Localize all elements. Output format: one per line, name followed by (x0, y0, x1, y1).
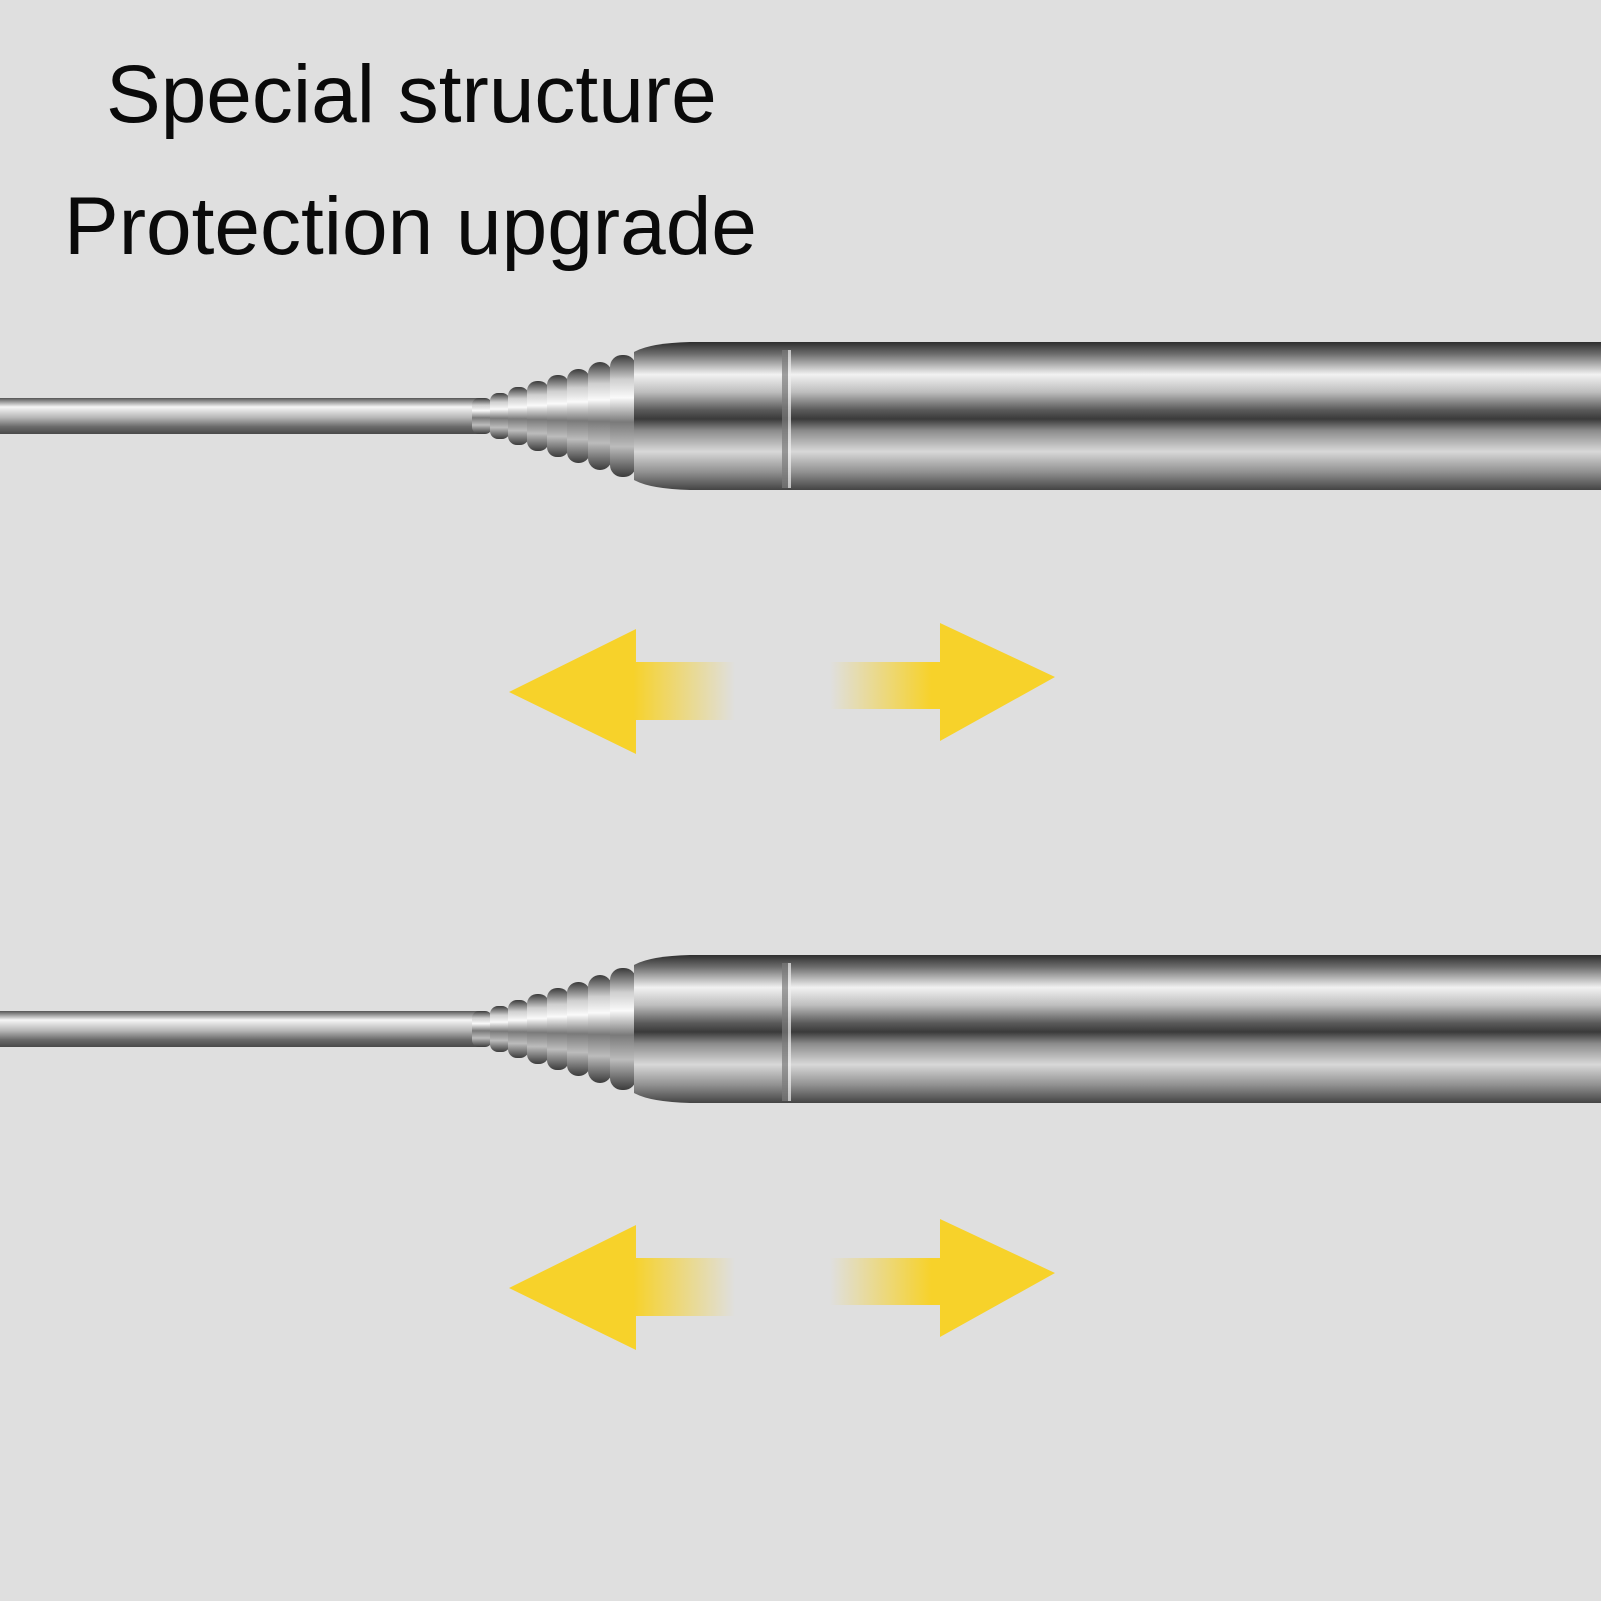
tapered-rings-bottom (472, 968, 636, 1090)
arrow-left-icon (509, 629, 735, 754)
arrow-right-icon (830, 623, 1055, 741)
tube-joint-top (782, 350, 788, 488)
tapered-rings-top (472, 355, 636, 477)
arrow-pair-top (509, 623, 1055, 754)
thin-rod-bottom (0, 1011, 480, 1047)
tube-cone-top (634, 342, 700, 490)
tube-cone-bottom (634, 955, 700, 1103)
headline-line-2: Protection upgrade (64, 181, 757, 272)
arrow-pair-bottom (509, 1219, 1055, 1350)
antenna-rod-top (0, 342, 1601, 490)
arrow-left-icon (509, 1225, 735, 1350)
headline-line-1: Special structure (106, 49, 717, 140)
arrow-right-icon (830, 1219, 1055, 1337)
main-tube-bottom (690, 955, 1601, 1103)
tube-joint-bottom (782, 963, 788, 1101)
main-tube-top (690, 342, 1601, 490)
thin-rod-top (0, 398, 480, 434)
antenna-rod-bottom (0, 955, 1601, 1103)
